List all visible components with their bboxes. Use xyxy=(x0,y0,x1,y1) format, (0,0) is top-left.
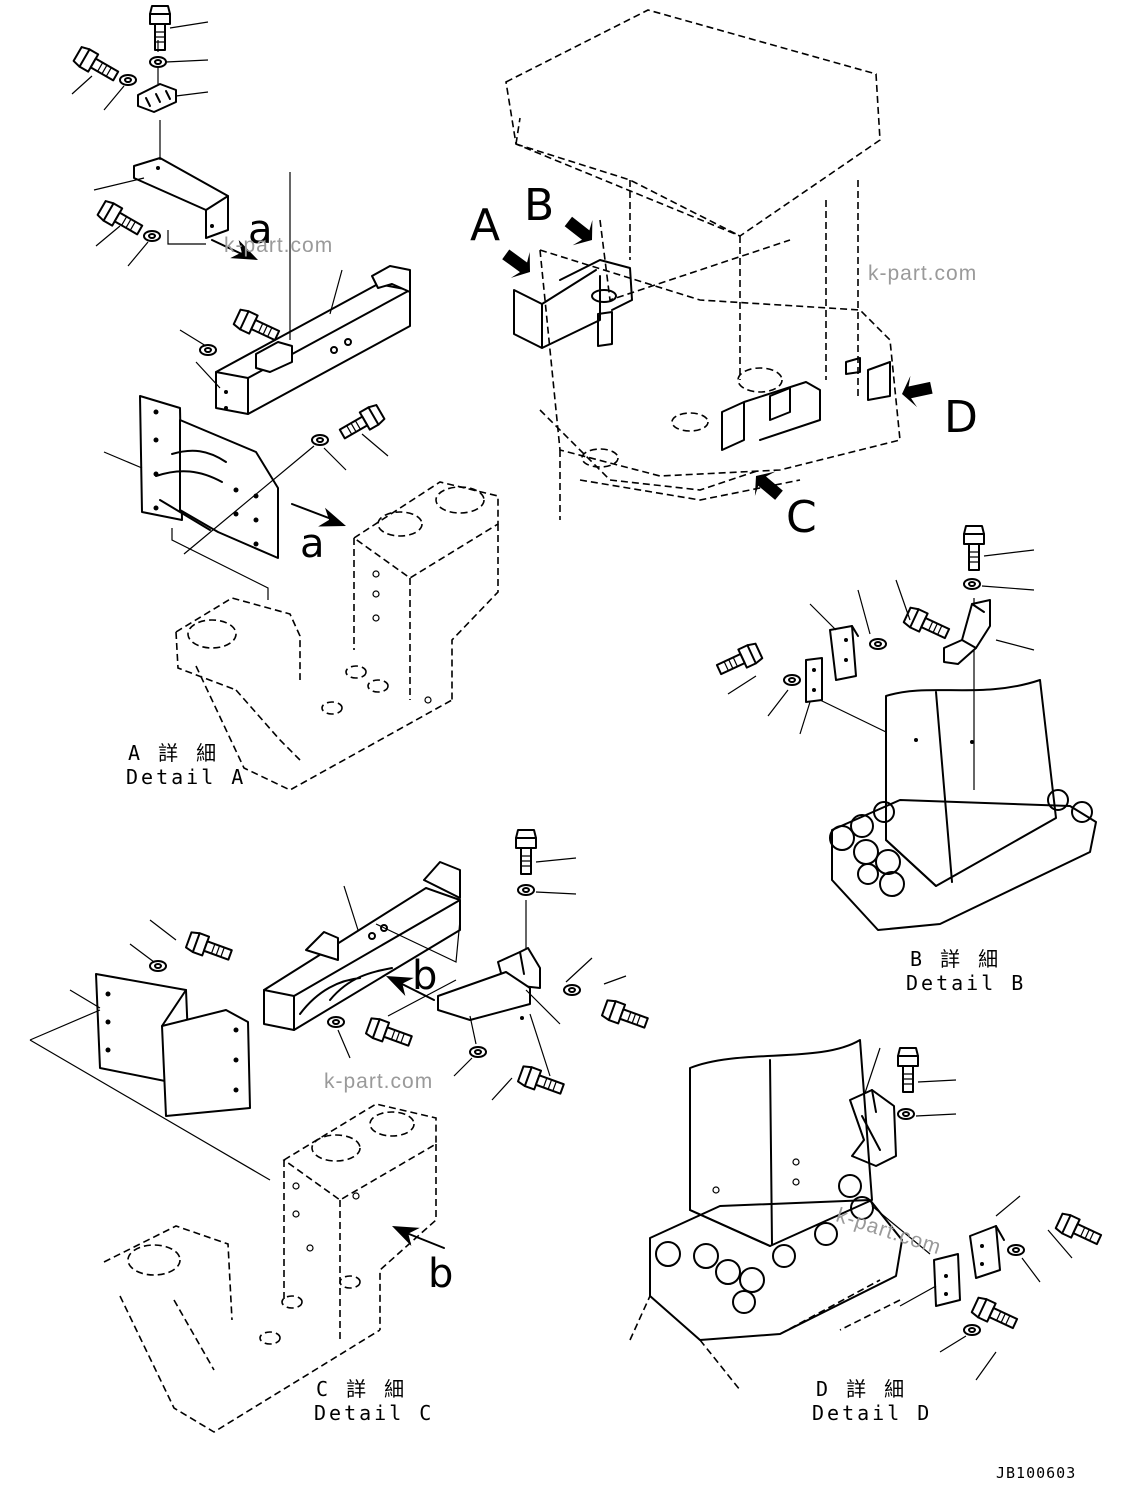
detail-b-drawing xyxy=(713,525,1097,931)
washer-icon xyxy=(1007,1244,1025,1256)
washer-icon xyxy=(963,578,981,590)
washer-icon xyxy=(143,230,161,242)
view-arrow-icon xyxy=(898,372,935,410)
washer-icon xyxy=(327,1016,345,1028)
bolt-icon xyxy=(963,525,985,571)
washer-icon xyxy=(199,344,217,356)
washer-icon xyxy=(897,1108,915,1120)
bolt-icon xyxy=(897,1047,919,1093)
callout-c: C xyxy=(786,492,817,543)
view-marker-a-upper: a xyxy=(248,207,273,253)
watermark: k-part.com xyxy=(324,1070,434,1093)
view-marker-b-lower: b xyxy=(428,1251,454,1297)
bolt-icon xyxy=(149,5,171,51)
washer-icon xyxy=(119,74,137,86)
detail-a-caption-jp: A 詳 細 xyxy=(128,741,220,765)
detail-c-drawing xyxy=(29,829,651,1433)
callout-a: A xyxy=(470,200,501,251)
view-arrow-icon xyxy=(558,208,602,253)
detail-a-caption-en: Detail A xyxy=(126,765,247,789)
main-machine-view xyxy=(496,9,935,520)
detail-b-caption-jp: B 詳 細 xyxy=(910,947,1002,971)
detail-d-caption-jp: D 詳 細 xyxy=(816,1377,908,1401)
watermark: k-part.com xyxy=(224,234,334,257)
washer-icon xyxy=(311,434,329,446)
washer-icon xyxy=(469,1046,487,1058)
washer-icon xyxy=(963,1324,981,1336)
detail-a-drawing xyxy=(71,5,499,791)
detail-b-caption-en: Detail B xyxy=(906,971,1027,995)
washer-icon xyxy=(517,884,535,896)
callout-d: D xyxy=(944,392,978,443)
view-marker-b-upper: b xyxy=(412,953,438,999)
washer-icon xyxy=(783,674,801,686)
washer-icon xyxy=(563,984,581,996)
callout-b: B xyxy=(524,180,555,231)
detail-c-caption-jp: C 詳 細 xyxy=(316,1377,408,1401)
watermark: k-part.com xyxy=(868,262,978,285)
view-marker-a-lower: a xyxy=(300,521,325,567)
bolt-icon xyxy=(515,829,537,875)
washer-icon xyxy=(869,638,887,650)
washer-icon xyxy=(149,960,167,972)
washer-icon xyxy=(149,56,167,68)
detail-d-caption-en: Detail D xyxy=(812,1401,933,1425)
detail-c-caption-en: Detail C xyxy=(314,1401,435,1425)
view-arrow-icon xyxy=(496,241,540,285)
detail-d-drawing xyxy=(629,1039,1105,1391)
drawing-code: JB100603 xyxy=(996,1464,1077,1482)
